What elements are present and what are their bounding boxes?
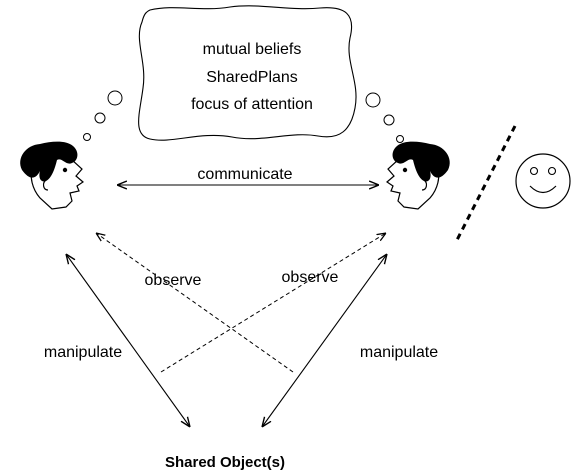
thought-cloud	[138, 5, 357, 141]
cloud-line-sharedplans: SharedPlans	[206, 69, 298, 86]
cloud-line-mutual-beliefs: mutual beliefs	[203, 41, 302, 58]
observe-right-label: observe	[282, 269, 339, 286]
observe-arrow-left	[96, 233, 294, 373]
manipulate-arrow-right	[262, 254, 387, 427]
left-agent-head-icon	[20, 141, 84, 210]
right-thought-bubbles	[365, 92, 404, 143]
observe-left-label: observe	[145, 272, 202, 289]
shared-object-label: Shared Object(s)	[165, 454, 285, 471]
cloud-line-focus-of-attention: focus of attention	[191, 96, 313, 113]
right-agent-head-icon	[386, 141, 450, 210]
manipulate-arrow-left	[66, 254, 190, 427]
manipulate-right-label: manipulate	[360, 344, 438, 361]
communicate-label: communicate	[197, 166, 292, 183]
computer-agent-smiley-icon	[515, 153, 571, 209]
manipulate-left-label: manipulate	[44, 344, 122, 361]
agent-divider	[454, 125, 517, 243]
left-thought-bubbles	[83, 90, 123, 141]
